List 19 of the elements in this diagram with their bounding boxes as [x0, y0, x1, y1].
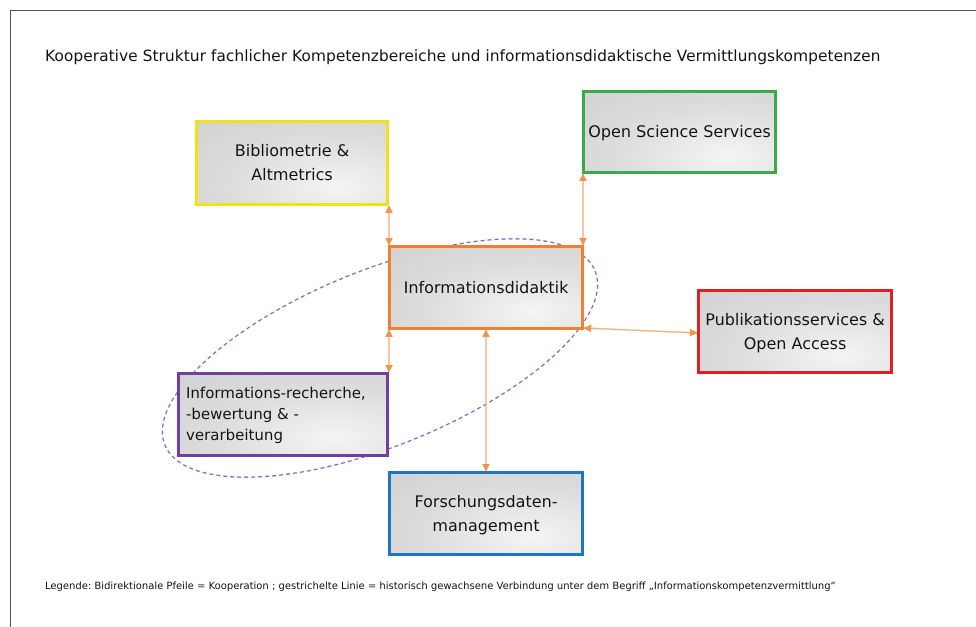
double-arrow: [583, 324, 698, 337]
box-label: Informations-recherche, -bewertung & -verarbeitung: [186, 383, 367, 446]
double-arrow: [385, 205, 393, 246]
double-arrow: [385, 329, 393, 373]
diagram-title: Kooperative Struktur fachlicher Kompetenzbereiche und informationsdidaktische Vermittlungskompetenzen: [45, 47, 880, 65]
box-label: Publikationsservices & Open Access: [704, 308, 886, 354]
central-box: [388, 245, 584, 330]
box-label: Forschungsdaten-management: [413, 490, 559, 536]
box-label: Bibliometrie & Altmetrics: [234, 140, 350, 186]
legend-note: Legende: Bidirektionale Pfeile = Kooperation ; gestrichelte Linie = historisch gewachsene Verbindung unter dem Begriff „Informationskompetenzvermittlung“: [45, 581, 836, 592]
double-arrow: [482, 329, 490, 472]
competence-box: [388, 471, 584, 556]
competence-box: [697, 289, 893, 374]
competence-box: [177, 372, 389, 457]
double-arrow: [579, 173, 587, 246]
competence-box: [582, 90, 777, 174]
box-label: Open Science Services: [588, 121, 771, 143]
box-label: Informationsdidaktik: [404, 276, 568, 298]
competence-box: [195, 120, 389, 206]
